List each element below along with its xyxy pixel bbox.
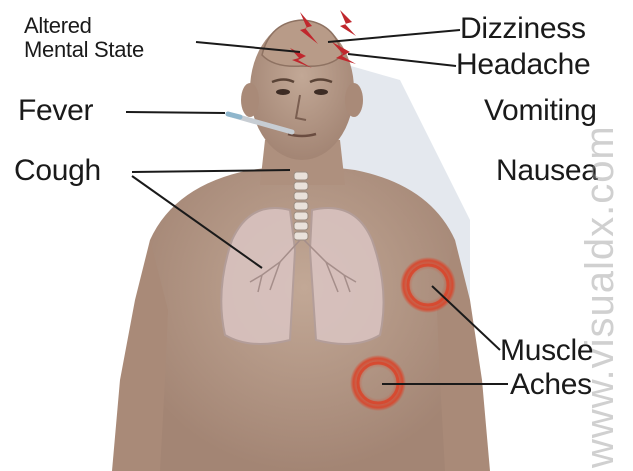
leader-line-headache bbox=[348, 54, 456, 66]
label-dizziness: Dizziness bbox=[460, 14, 586, 44]
right-eye bbox=[314, 89, 328, 95]
label-altered-line1: Altered bbox=[24, 14, 144, 38]
brain-outline bbox=[262, 20, 342, 66]
label-cough: Cough bbox=[14, 156, 101, 186]
lightning-bolt-icon bbox=[340, 10, 356, 36]
right-ear bbox=[345, 83, 363, 117]
label-headache: Headache bbox=[456, 50, 590, 80]
left-ear bbox=[241, 83, 259, 117]
leader-line-dizziness bbox=[328, 30, 460, 42]
watermark: www.visualdx.com bbox=[578, 125, 623, 468]
label-altered-line2: Mental State bbox=[24, 38, 144, 62]
label-fever: Fever bbox=[18, 96, 93, 126]
trachea bbox=[294, 172, 308, 240]
label-vomiting: Vomiting bbox=[484, 96, 597, 126]
torso bbox=[148, 165, 460, 471]
left-eye bbox=[276, 89, 290, 95]
label-altered-mental-state: Altered Mental State bbox=[24, 14, 144, 62]
leader-line-fever bbox=[126, 112, 225, 113]
